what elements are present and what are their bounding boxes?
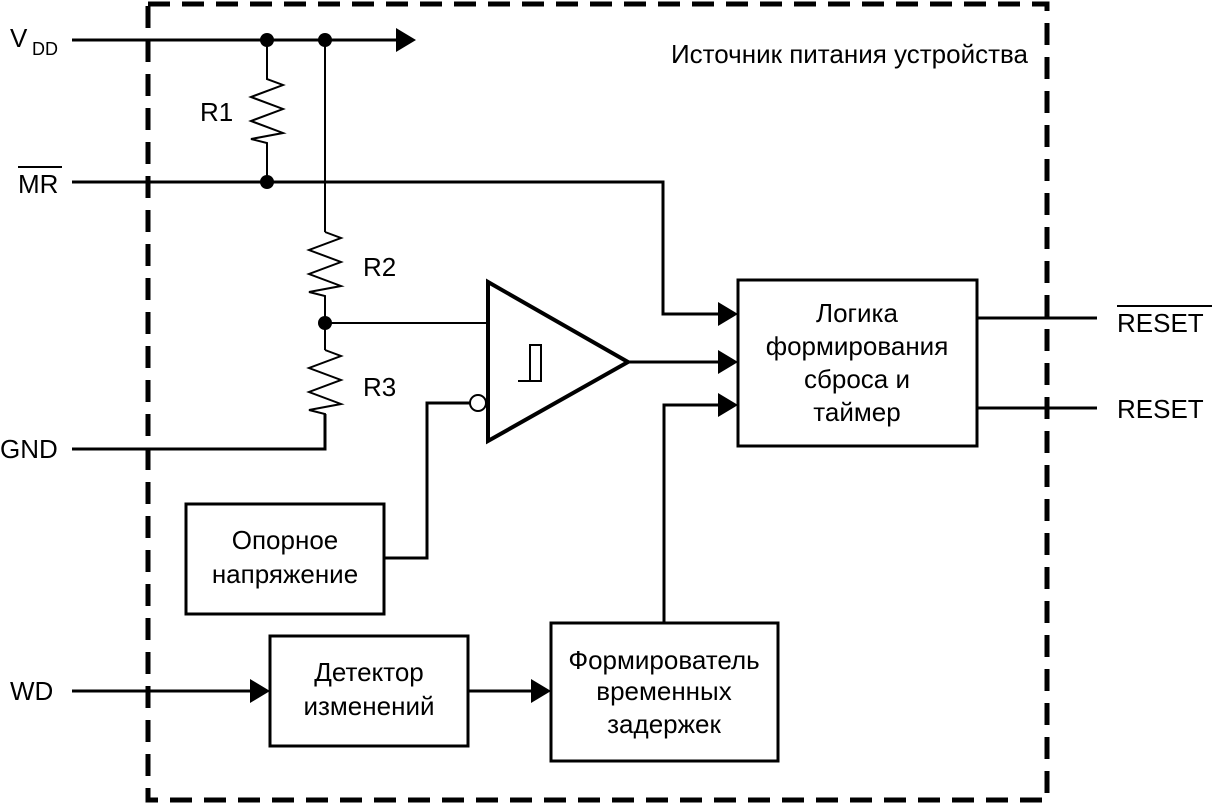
change-detector-line1: Детектор	[314, 657, 423, 687]
reset-bar-label: RESET	[1117, 308, 1204, 338]
reset-logic-line3: сброса и	[804, 364, 910, 394]
device-boundary	[145, 1, 1050, 803]
vdd-label: V	[10, 23, 28, 53]
comparator	[469, 278, 633, 445]
change-detector-line2: изменений	[303, 691, 434, 721]
reset-logic-block	[736, 278, 979, 448]
change-detector-block	[268, 634, 470, 748]
mr-pin: MR	[18, 166, 62, 199]
delay-to-logic-wire	[662, 403, 720, 623]
delay-generator-line1: Формирователь	[568, 645, 759, 675]
vref-block	[184, 502, 386, 616]
vref-line2: напряжение	[212, 559, 358, 589]
resistor-r1-icon	[248, 40, 287, 182]
vdd-subscript: DD	[32, 39, 58, 59]
gnd-wire	[72, 414, 327, 451]
mr-arrow-icon	[718, 302, 738, 326]
delay-arrow-icon	[718, 393, 738, 417]
reset-logic-line4: таймер	[813, 397, 900, 427]
comparator-triangle	[486, 278, 633, 445]
vdd-pin: V DD	[10, 23, 58, 59]
mr-label: MR	[18, 169, 58, 199]
inverting-input-bubble	[469, 394, 487, 412]
resistor-r2-icon	[306, 231, 345, 350]
delay-generator-line3: задержек	[607, 709, 721, 739]
delay-generator-block	[549, 621, 780, 763]
vref-line1: Опорное	[232, 525, 339, 555]
gnd-label: GND	[0, 434, 58, 464]
detector-arrow-icon	[531, 679, 551, 703]
reset-label: RESET	[1117, 394, 1204, 424]
comparator-arrow-icon	[718, 350, 738, 374]
mr-wire	[72, 180, 720, 316]
wd-label: WD	[10, 676, 53, 706]
vdd-arrow-icon	[396, 28, 416, 52]
vref-wire	[384, 401, 470, 560]
r3-label: R3	[363, 372, 396, 402]
wd-arrow-icon	[250, 679, 270, 703]
delay-generator-line2: временных	[596, 676, 731, 706]
reset-logic-line1: Логика	[816, 298, 898, 328]
r2-label: R2	[363, 252, 396, 282]
schmitt-trigger-icon	[518, 344, 542, 382]
reset-logic-line2: формирования	[766, 331, 949, 361]
junction-dot	[260, 175, 274, 189]
device-title: Источник питания устройства	[671, 39, 1029, 69]
r1-label: R1	[200, 97, 233, 127]
resistor-r3-icon	[306, 349, 345, 449]
resistor-r1	[248, 40, 287, 182]
